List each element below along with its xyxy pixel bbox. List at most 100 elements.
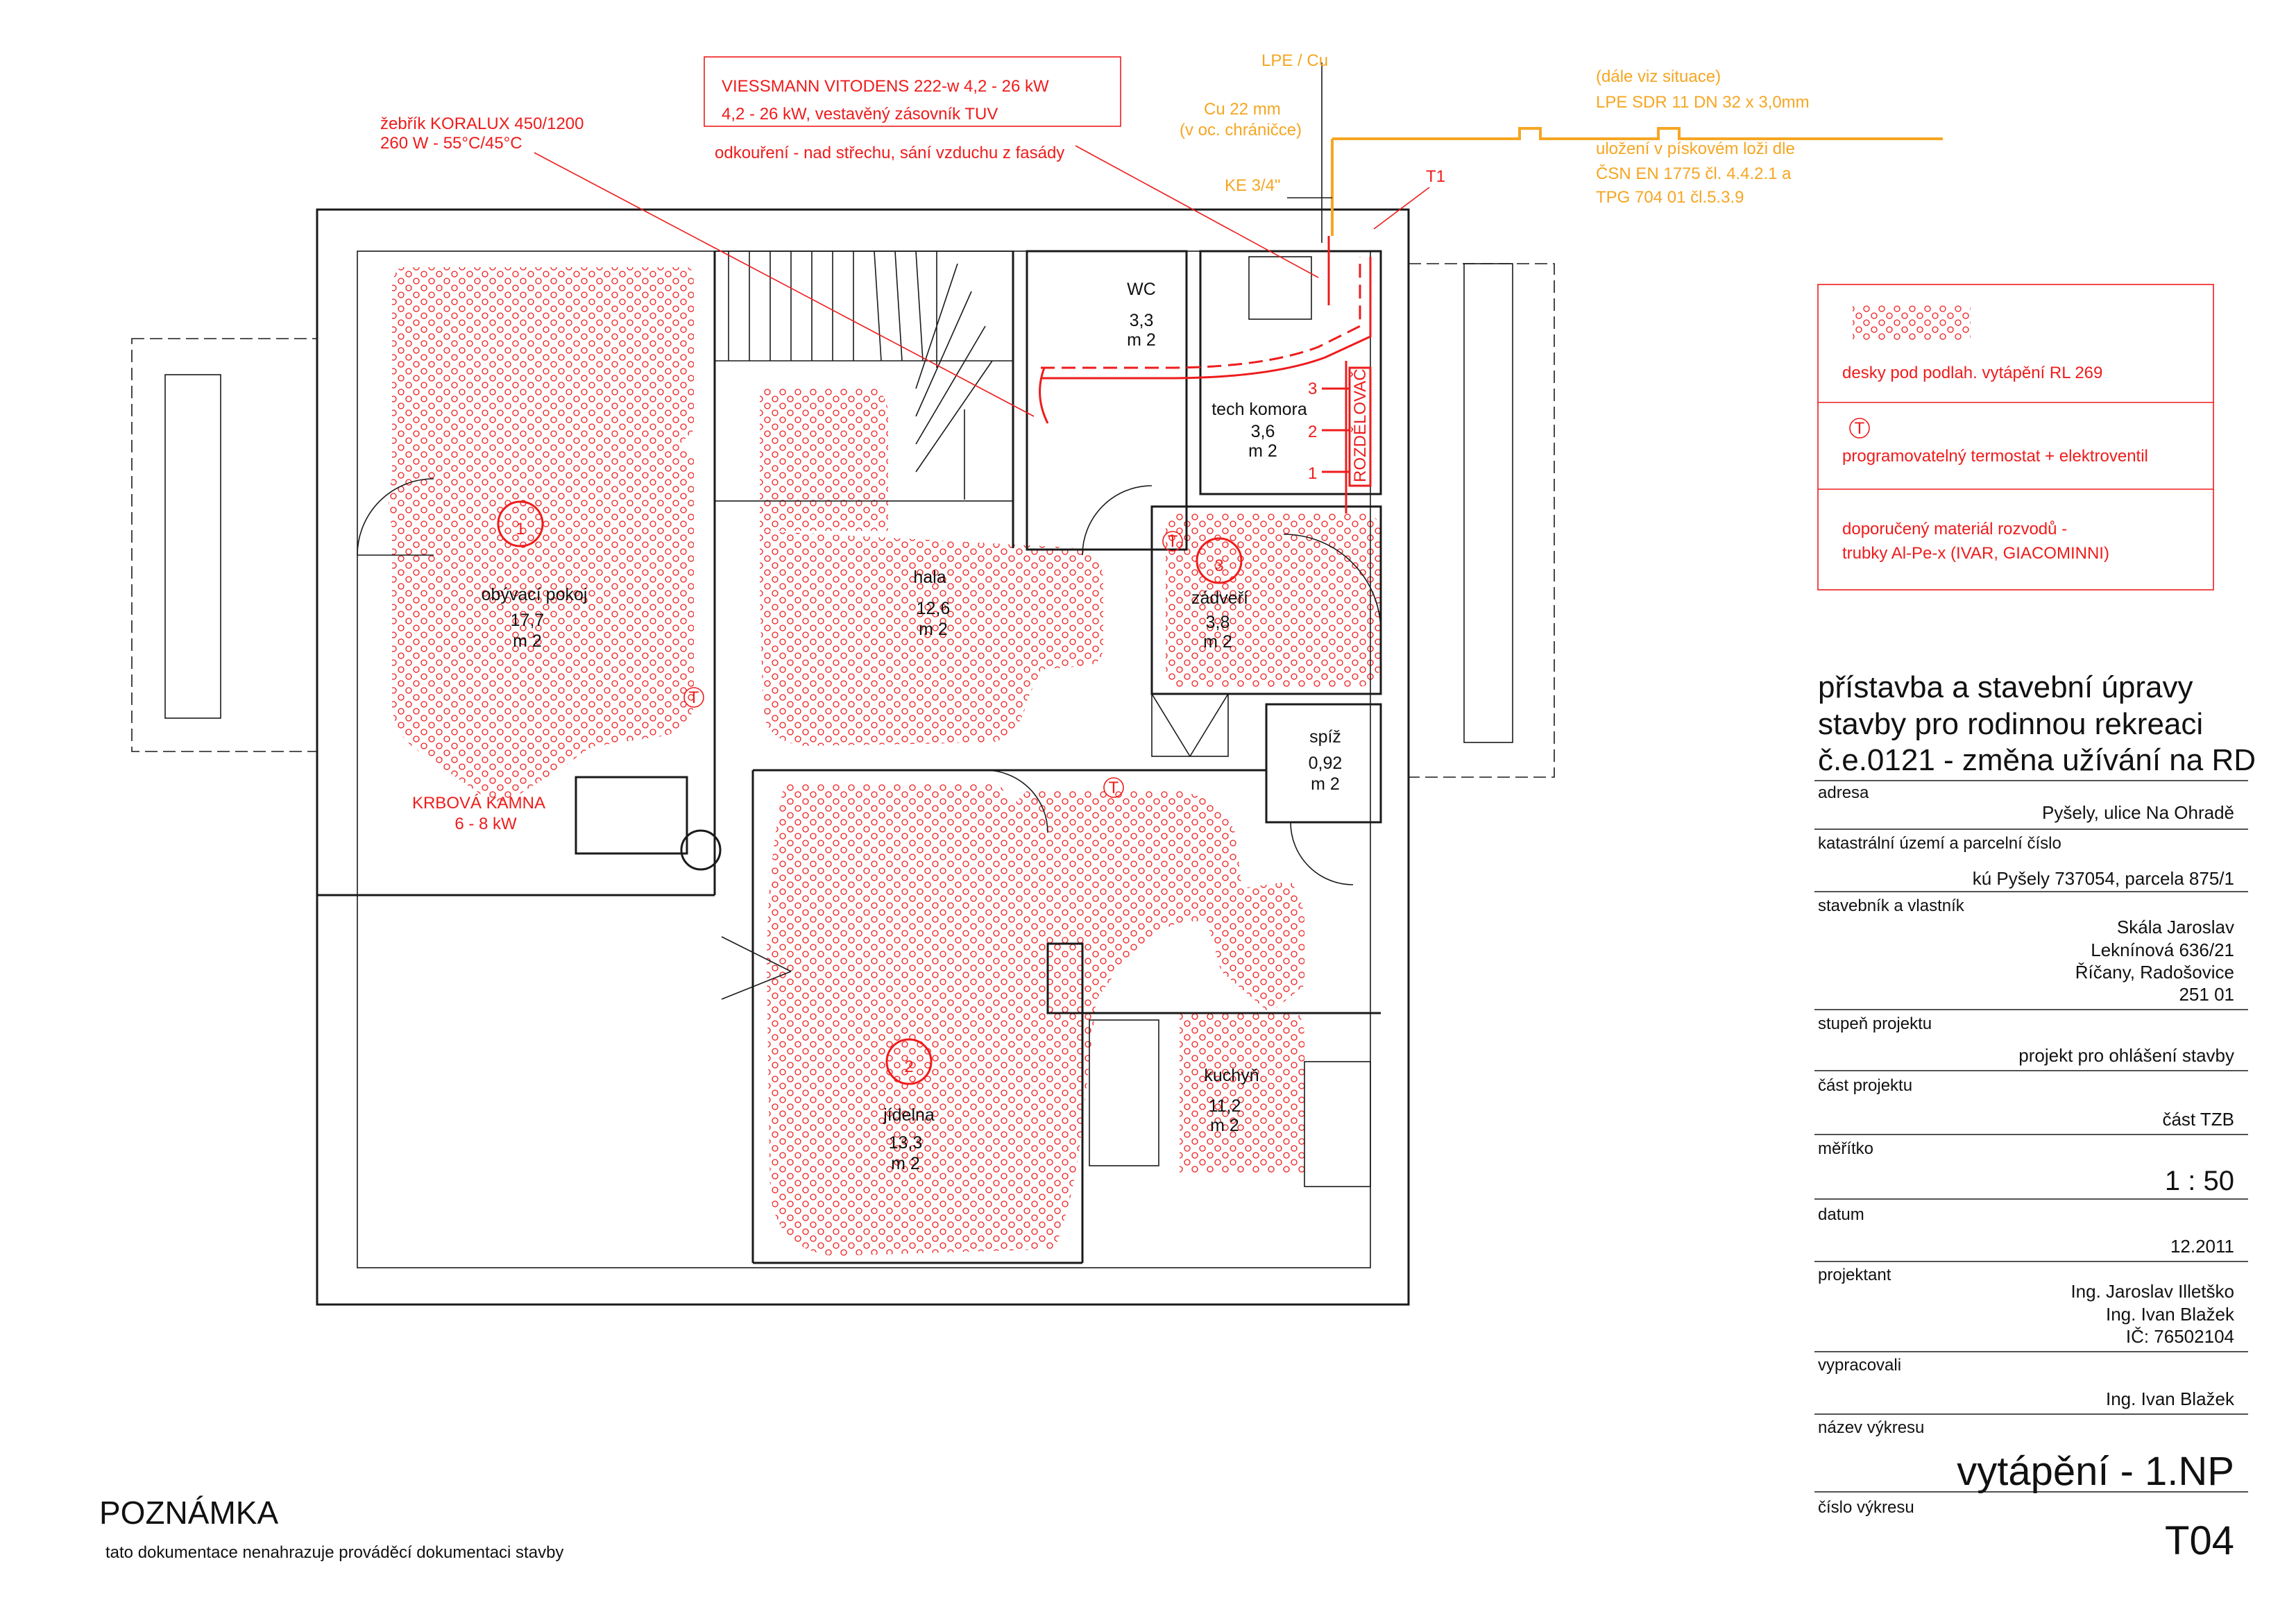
- terrace-west-inner: [164, 374, 221, 719]
- closet-diag2: [1189, 693, 1229, 757]
- wc-room: [1026, 250, 1188, 551]
- tech-room: [1199, 250, 1382, 495]
- room-unit-obyvaci: m 2: [513, 631, 542, 651]
- leaders: [534, 145, 1430, 417]
- designer-line3: IČ: 76502104: [2126, 1326, 2234, 1347]
- kitchen-counter: [1304, 1061, 1371, 1187]
- door-living: [357, 478, 434, 556]
- part-value: část TZB: [2162, 1109, 2234, 1130]
- part-label: část projektu: [1818, 1076, 1912, 1095]
- room-number-circle-3: [1196, 537, 1243, 584]
- room-area-zadveri: 3,8: [1206, 613, 1230, 632]
- date-value: 12.2011: [2170, 1236, 2234, 1257]
- bed-line2: ČSN EN 1775 čl. 4.4.2.1 a: [1596, 164, 1792, 183]
- note: POZNÁMKA tato dokumentace nenahrazuje pr…: [99, 1495, 563, 1562]
- doors: [357, 478, 1381, 1000]
- owner-line2: Leknínová 636/21: [2091, 940, 2234, 960]
- legend-item3-line2: trubky Al-Pe-x (IVAR, GIACOMINNI): [1842, 544, 2109, 563]
- cu22-line1: Cu 22 mm: [1204, 100, 1281, 119]
- cu22-line2: (v oc. chráničce): [1180, 121, 1302, 139]
- lpe-cu: LPE / Cu: [1261, 51, 1328, 70]
- distributor-box: [1348, 366, 1372, 487]
- room-area-kuchyn: 11,2: [1209, 1096, 1241, 1116]
- circuit-3: 3: [1308, 380, 1317, 398]
- room-name-obyvaci: obývací pokoj: [482, 585, 588, 604]
- drawing-name-label: název výkresu: [1818, 1418, 1924, 1437]
- heating-zone-kuchyn: [1180, 1013, 1304, 1173]
- room-area-tech: 3,6: [1251, 422, 1275, 441]
- room-area-jidelna: 13,3: [889, 1133, 923, 1153]
- bed-line1: uložení v pískovém loži dle: [1596, 139, 1795, 158]
- thermostat-icon: [1103, 777, 1124, 798]
- door-spiz: [1290, 822, 1354, 885]
- flue-text: odkouření - nad střechu, sání vzduchu z …: [715, 144, 1064, 162]
- ladder-radiator: [1039, 367, 1049, 424]
- room-area-hala: 12,6: [917, 599, 951, 618]
- room-name-spiz: spíž: [1309, 727, 1341, 747]
- room-number-3: 3: [1214, 556, 1223, 575]
- title-block: přístavba a stavební úpravy stavby pro r…: [1814, 670, 2256, 1563]
- bed-line3: TPG 704 01 čl.5.3.9: [1596, 188, 1744, 207]
- boiler-line1: VIESSMANN VITODENS 222-w 4,2 - 26 kW: [722, 77, 1049, 96]
- heating-zone-obyvaci: [389, 267, 694, 801]
- date-label: datum: [1818, 1205, 1864, 1224]
- legend-item2: programovatelný termostat + elektroventi…: [1842, 447, 2148, 466]
- door-hall: [1082, 485, 1153, 556]
- fireplace-base: [575, 776, 688, 855]
- legend-item1: desky pod podlah. vytápění RL 269: [1842, 364, 2102, 382]
- ladder-leader: [534, 152, 1035, 417]
- title-line2: stavby pro rodinnou rekreaci: [1818, 707, 2203, 741]
- legend-swatch: [1853, 305, 1971, 340]
- title-line3: č.e.0121 - změna užívání na RD: [1818, 743, 2256, 777]
- situ-line1: (dále viz situace): [1596, 67, 1721, 86]
- note-heading: POZNÁMKA: [99, 1495, 278, 1531]
- heating-zone-hala: [760, 531, 1103, 746]
- boiler-box: [704, 56, 1121, 127]
- room-unit-hala: m 2: [919, 620, 948, 639]
- gas-line: [1287, 62, 1943, 243]
- prepared-value: Ing. Ivan Blažek: [2106, 1388, 2235, 1409]
- drawing-name-value: vytápění - 1.NP: [1957, 1449, 2234, 1494]
- pipe-supply: [1041, 257, 1361, 369]
- room-unit-jidelna: m 2: [891, 1154, 920, 1173]
- cadastre-value: kú Pyšely 737054, parcela 875/1: [1973, 868, 2234, 889]
- thermostats: T T T: [683, 531, 1183, 798]
- room-numbers: 1 3 2: [497, 500, 1243, 1085]
- room-area-spiz: 0,92: [1309, 754, 1343, 773]
- stage-label: stupeň projektu: [1818, 1014, 1932, 1033]
- gas-pipe: [1332, 127, 1943, 140]
- title-line1: přístavba a stavební úpravy: [1818, 670, 2193, 704]
- room-area-obyvaci: 17,7: [511, 611, 545, 630]
- t1-label: T1: [1426, 167, 1445, 186]
- designer-line1: Ing. Jaroslav Illetško: [2070, 1281, 2234, 1302]
- room-number-circle-2: [885, 1038, 933, 1085]
- walls: [131, 208, 1555, 1306]
- scale-value: 1 : 50: [2165, 1166, 2234, 1196]
- address-label: adresa: [1818, 783, 1869, 802]
- address-value: Pyšely, ulice Na Ohradě: [2042, 802, 2234, 823]
- circuit-2: 2: [1308, 423, 1317, 441]
- designer-line2: Ing. Ivan Blažek: [2106, 1304, 2235, 1325]
- owner-line1: Skála Jaroslav: [2117, 917, 2234, 937]
- stage-value: projekt pro ohlášení stavby: [2018, 1045, 2234, 1066]
- room-name-hala: hala: [913, 568, 946, 587]
- legend-thermostat-symbol: T: [1855, 419, 1865, 438]
- room-name-kuchyn: kuchyň: [1204, 1066, 1259, 1085]
- door-terrace-south: [721, 936, 792, 1000]
- t1-leader: [1373, 187, 1430, 230]
- designer-label: projektant: [1818, 1266, 1891, 1284]
- owner-label: stavebník a vlastník: [1818, 897, 1965, 915]
- stove-line1: KRBOVÁ KAMNA: [412, 794, 545, 813]
- legend-frame: [1817, 284, 2214, 590]
- terrace-east-inner: [1463, 263, 1513, 743]
- legend: desky pod podlah. vytápění RL 269 T prog…: [1817, 284, 2214, 590]
- zadveri-room: [1150, 505, 1382, 695]
- room-name-tech: tech komora: [1211, 400, 1307, 419]
- boiler-unit: [1248, 256, 1312, 320]
- prepared-label: vypracovali: [1818, 1356, 1901, 1375]
- thermostat-zadveri: T: [1168, 532, 1178, 551]
- distributor-label: ROZDĚLOVAČ: [1350, 368, 1370, 482]
- room-number-circle-1: [497, 500, 544, 547]
- room-labels: obývací pokoj 17,7 m 2 hala 12,6 m 2 WC …: [482, 280, 1343, 1173]
